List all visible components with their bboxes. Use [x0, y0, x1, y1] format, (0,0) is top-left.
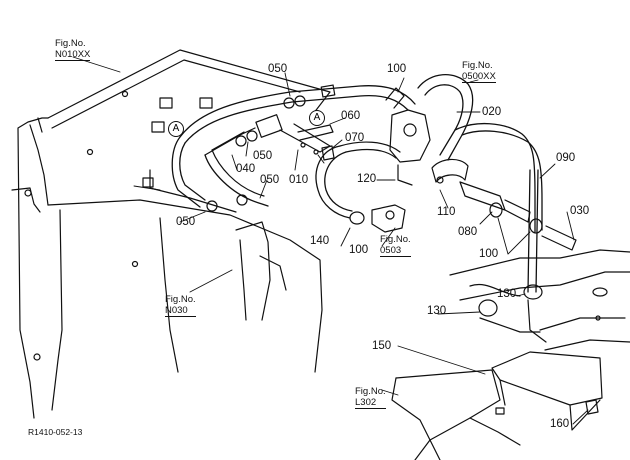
view-marker-a: A [168, 121, 184, 137]
fig-ref-number: L302 [355, 397, 386, 409]
callout-130: 130 [427, 305, 447, 317]
callout-130: 130 [497, 288, 517, 300]
callout-040: 040 [236, 163, 256, 175]
callout-140: 140 [310, 235, 330, 247]
fig-ref-n030: Fig.No. N030 [165, 294, 196, 317]
panel-outline [47, 49, 331, 119]
upper-panel-edge [149, 169, 237, 213]
callout-050: 050 [176, 216, 196, 228]
callout-100: 100 [349, 244, 369, 256]
fig-ref-number: 0503 [380, 245, 411, 257]
fig-ref-prefix: Fig.No. [165, 294, 196, 305]
view-marker-a: A [309, 110, 325, 126]
fuel-valve [371, 204, 406, 233]
fuel-pump [389, 109, 431, 163]
callout-020: 020 [482, 106, 502, 118]
return-hose-020 [417, 73, 474, 161]
hose-clamp-050 [206, 95, 306, 212]
callout-100: 100 [387, 63, 407, 75]
callout-030: 030 [570, 205, 590, 217]
callout-050: 050 [260, 174, 280, 186]
fig-ref-number: 0500XX [462, 71, 496, 83]
fig-ref-number: N010XX [55, 49, 91, 61]
callout-010: 010 [289, 174, 309, 186]
callout-050: 050 [268, 63, 288, 75]
hose-090 [527, 169, 531, 293]
callout-090: 090 [556, 152, 576, 164]
fig-ref-0503: Fig.No. 0503 [380, 234, 411, 257]
fig-ref-n010xx: Fig.No. N010XX [55, 38, 91, 61]
callout-080: 080 [458, 226, 478, 238]
tray-150 [491, 351, 603, 406]
callout-060: 060 [341, 110, 361, 122]
figure-code: R1410-052-13 [28, 427, 83, 437]
fuel-hose-140 [315, 145, 351, 219]
callout-050: 050 [253, 150, 273, 162]
callout-110: 110 [437, 206, 456, 218]
bolt-160 [585, 399, 599, 415]
clamp-110 [431, 158, 469, 183]
callout-120: 120 [357, 173, 377, 185]
mount-block [159, 97, 173, 109]
fuel-filter-010 [255, 114, 283, 138]
fig-ref-prefix: Fig.No. [55, 38, 86, 49]
fig-ref-number: N030 [165, 305, 196, 317]
fig-ref-prefix: Fig.No. [355, 386, 386, 397]
fuel-hose-040 [204, 154, 269, 207]
callout-150: 150 [372, 340, 392, 352]
hose-030 [541, 225, 577, 251]
callout-100: 100 [479, 248, 499, 260]
fig-ref-prefix: Fig.No. [462, 60, 493, 71]
grommet-130 [478, 299, 498, 317]
fig-ref-l302: Fig.No. L302 [355, 386, 386, 409]
fig-ref-prefix: Fig.No. [380, 234, 411, 245]
callout-070: 070 [345, 132, 365, 144]
fig-ref-0500xx: Fig.No. 0500XX [462, 60, 496, 83]
fuel-hose-upper [179, 85, 416, 138]
callout-160: 160 [550, 418, 570, 430]
